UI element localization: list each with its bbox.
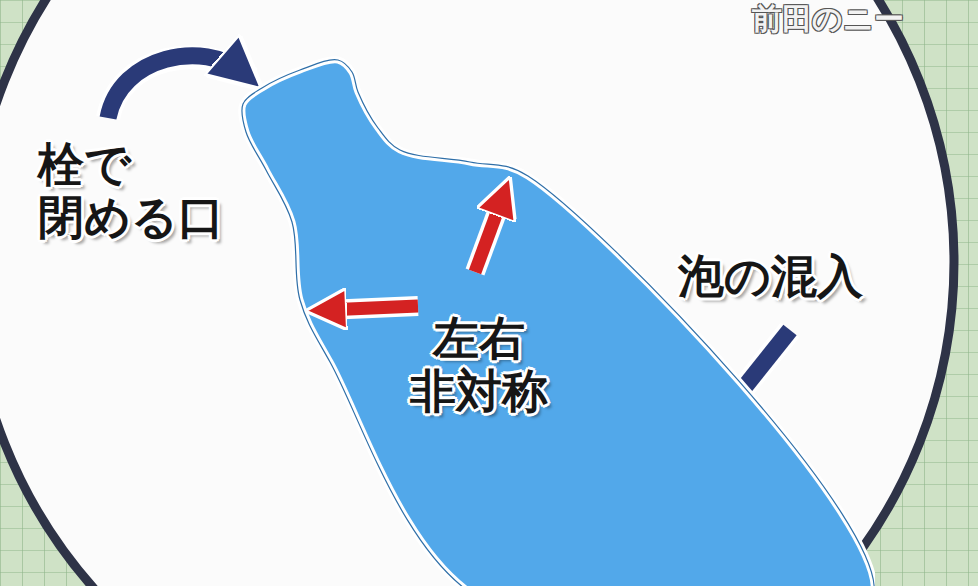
frame-circle (0, 0, 954, 586)
arrow-halo (326, 306, 418, 310)
bottle-shape: 左右 非対称 (225, 50, 875, 586)
asymmetry-arrow (475, 196, 503, 272)
bottle-edge (242, 60, 874, 586)
callout-label: 栓で 閉める口 (38, 138, 224, 244)
mouth-arrow (108, 56, 242, 118)
bottle-body (242, 60, 874, 586)
callout-label: 泡の混入 (678, 250, 863, 303)
watermark: 前田のニー (752, 2, 904, 37)
arrow-halo (475, 196, 503, 272)
bottle-outline (225, 50, 875, 586)
node-text: 左右 非対称 (410, 312, 548, 418)
asymmetry-arrow (326, 306, 418, 310)
